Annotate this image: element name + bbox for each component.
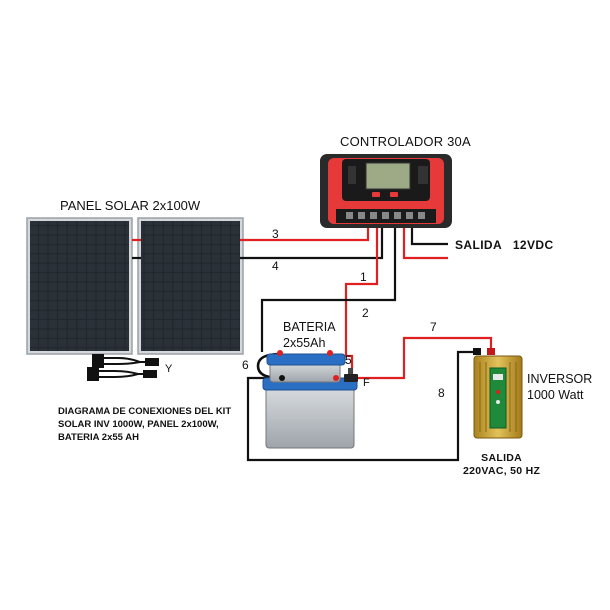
wire-7	[356, 336, 493, 380]
diagram-caption: DIAGRAMA DE CONEXIONES DEL KIT SOLAR INV…	[58, 406, 232, 443]
solar-panel-left	[26, 217, 133, 355]
battery-label-line2: 2x55Ah	[283, 336, 326, 350]
wire-2	[260, 228, 397, 352]
wire-number: 1	[360, 270, 367, 284]
battery-label-line1: BATERIA	[283, 320, 336, 334]
wire-1	[344, 228, 379, 356]
inverter-label-line1: INVERSOR	[527, 372, 593, 386]
fuse	[344, 368, 358, 382]
wire-number: 2	[362, 306, 369, 320]
fuse-label: F	[363, 377, 370, 389]
wire-out-black	[410, 228, 448, 246]
inverter-label: INVERSOR 1000 Watt	[527, 371, 592, 403]
output-dc-label: SALIDA 12VDC	[455, 238, 554, 252]
y-connector-label: Y	[165, 363, 173, 375]
output-ac-label: SALIDA 220VAC, 50 HZ	[463, 452, 540, 478]
wire-out-red	[402, 228, 448, 260]
inverter	[473, 348, 523, 439]
wire-8	[246, 350, 476, 462]
panel-label: PANEL SOLAR 2x100W	[60, 198, 201, 213]
output-ac-line1: SALIDA	[481, 452, 523, 464]
y-connector	[87, 354, 159, 381]
solar-panel-right	[137, 217, 244, 355]
wire-number: 4	[272, 259, 279, 273]
battery-bank	[262, 350, 358, 449]
wires	[132, 228, 493, 462]
wire-number: 6	[242, 358, 249, 372]
wire-3	[240, 228, 370, 242]
controller-label: CONTROLADOR 30A	[340, 134, 471, 149]
wire-number: 5	[345, 353, 352, 367]
wire-number: 7	[430, 320, 437, 334]
battery-label: BATERIA 2x55Ah	[283, 319, 336, 351]
wire-4	[240, 228, 384, 260]
charge-controller	[320, 154, 452, 228]
wire-number: 8	[438, 386, 445, 400]
inverter-label-line2: 1000 Watt	[527, 388, 584, 402]
wire-number: 3	[272, 227, 279, 241]
output-ac-line2: 220VAC, 50 HZ	[463, 465, 541, 477]
